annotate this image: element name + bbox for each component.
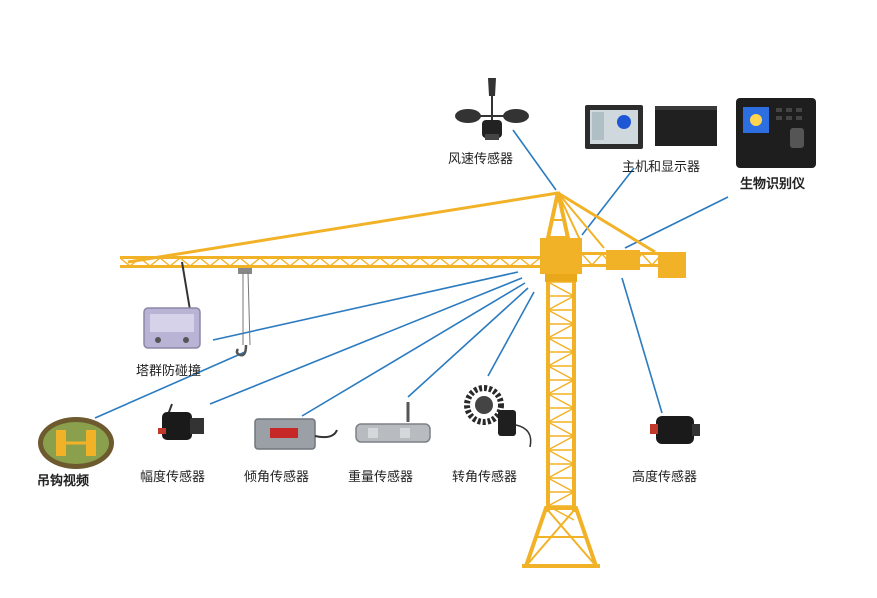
height-sensor-icon	[650, 416, 700, 444]
anti-collision-device-icon	[143, 261, 201, 349]
line-hookvideo	[94, 351, 246, 419]
line-weight	[407, 287, 529, 398]
biometric-device-icon	[736, 98, 816, 168]
tilt-sensor-icon	[254, 418, 338, 450]
label-anti-collision: 塔群防碰撞	[136, 364, 202, 379]
line-anticollision	[212, 271, 519, 341]
line-wind	[512, 129, 557, 191]
tower-crane	[119, 191, 686, 568]
host-box-icon	[655, 106, 717, 146]
line-biometric	[624, 196, 729, 249]
rotation-sensor-icon	[464, 385, 532, 448]
connection-lines	[94, 129, 729, 419]
line-rotation	[487, 291, 535, 377]
line-amplitude	[209, 277, 523, 405]
line-height	[621, 277, 663, 414]
label-host-display: 主机和显示器	[622, 160, 701, 175]
label-height-sensor: 高度传感器	[632, 470, 698, 485]
weight-sensor-icon	[355, 402, 431, 443]
label-tilt-sensor: 倾角传感器	[244, 470, 310, 485]
amplitude-sensor-icon	[158, 403, 204, 440]
hook-video-camera-icon	[38, 417, 114, 469]
anemometer-icon	[455, 78, 529, 140]
label-biometric: 生物识别仪	[740, 177, 806, 192]
line-host	[581, 167, 635, 236]
label-amplitude-sensor: 幅度传感器	[140, 470, 206, 485]
line-tilt	[301, 282, 526, 417]
label-hook-video: 吊钩视频	[37, 474, 90, 489]
display-monitor-icon	[585, 105, 643, 149]
label-weight-sensor: 重量传感器	[348, 470, 414, 485]
hook-icon	[235, 344, 248, 357]
label-rotation-sensor: 转角传感器	[452, 470, 518, 485]
label-wind-sensor: 风速传感器	[448, 152, 514, 167]
host-display-device	[585, 105, 717, 149]
